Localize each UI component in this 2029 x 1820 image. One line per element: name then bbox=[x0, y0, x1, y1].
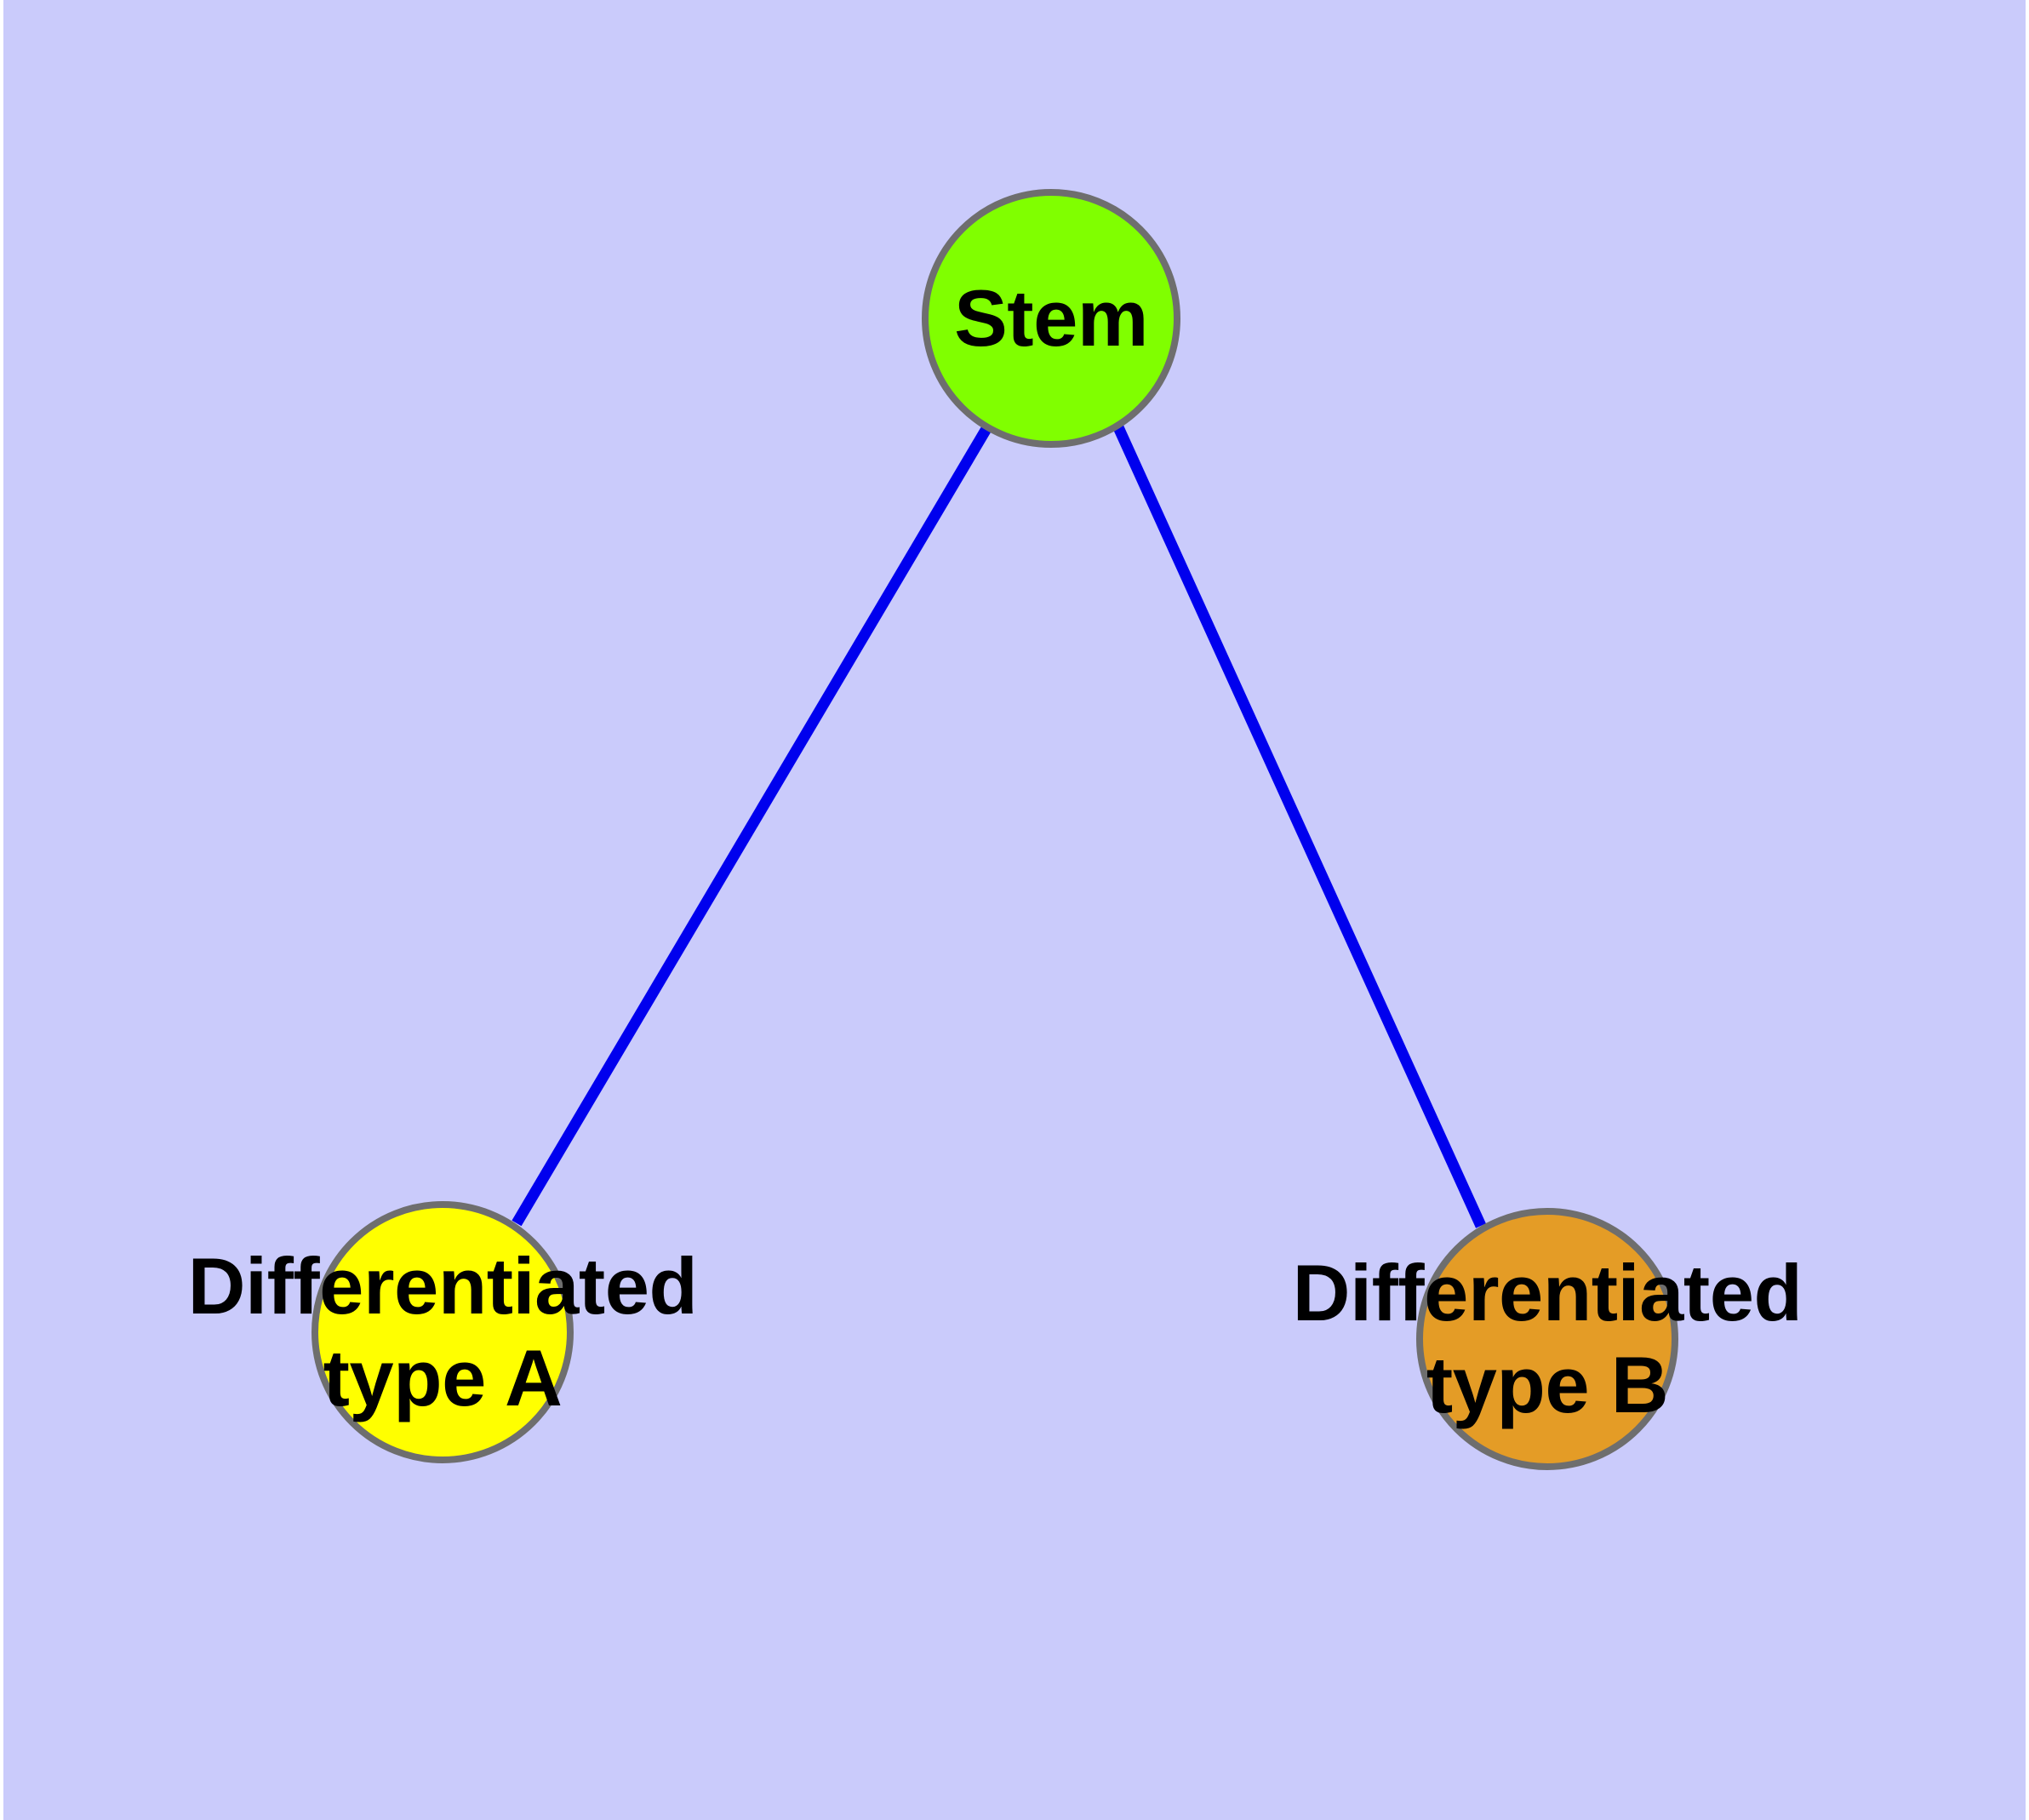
node-stem[interactable] bbox=[922, 189, 1180, 448]
edge-stem-to-differentiated-type-b bbox=[1113, 425, 1486, 1228]
edge-layer bbox=[512, 424, 1486, 1228]
node-differentiated-type-b[interactable] bbox=[1416, 1208, 1678, 1470]
edge-stem-to-differentiated-type-a bbox=[512, 424, 992, 1227]
node-layer bbox=[311, 189, 1678, 1470]
node-differentiated-type-a[interactable] bbox=[311, 1201, 574, 1463]
